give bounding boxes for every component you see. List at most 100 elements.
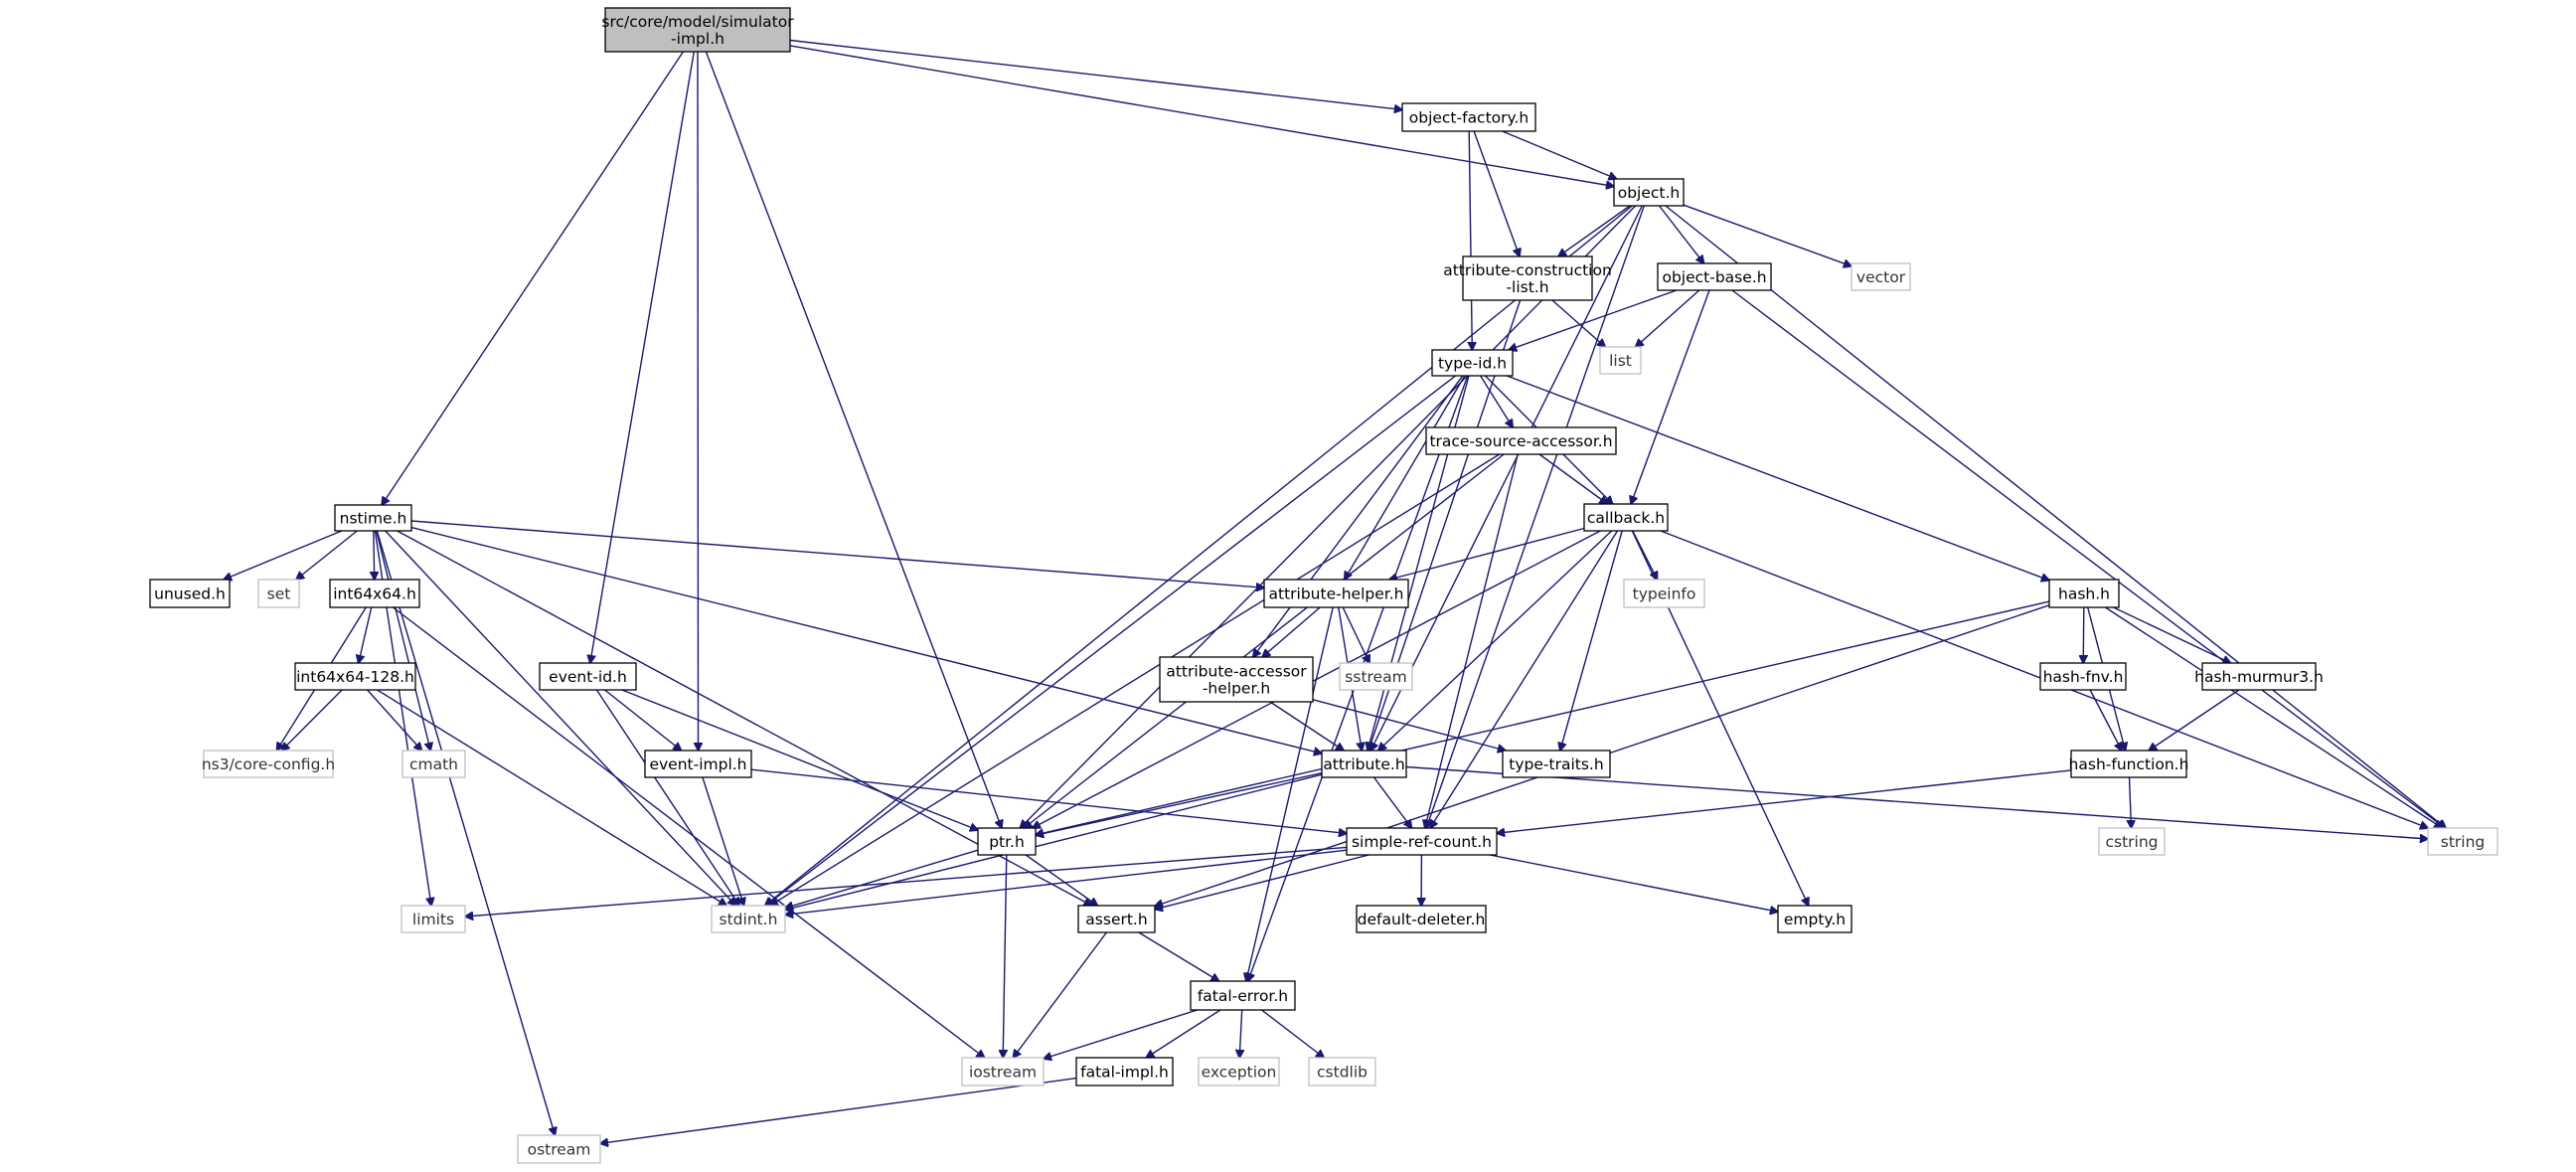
node-cstring[interactable]: cstring <box>2098 827 2166 856</box>
edge-attr-helper-to-sstream <box>1342 606 1369 663</box>
node-fatal-impl[interactable]: fatal-impl.h <box>1075 1057 1174 1087</box>
edge-object-base-to-callback <box>1631 289 1710 504</box>
node-label: type-traits.h <box>1509 755 1603 773</box>
edge-attribute-to-string <box>1405 765 2428 840</box>
edge-fatal-error-to-iostream <box>1044 1009 1198 1059</box>
edge-type-id-to-attr-helper <box>1345 375 1466 580</box>
edge-object-base-to-list <box>1636 289 1700 347</box>
node-vector[interactable]: vector <box>1851 262 1911 291</box>
node-cstdlib[interactable]: cstdlib <box>1308 1057 1376 1087</box>
node-iostream[interactable]: iostream <box>961 1057 1045 1087</box>
node-event-id[interactable]: event-id.h <box>539 662 637 691</box>
node-type-id[interactable]: type-id.h <box>1431 349 1514 377</box>
node-ns3-core-config[interactable]: ns3/core-config.h <box>202 750 335 778</box>
node-label: int64x64-128.h <box>296 668 414 686</box>
node-trace-source[interactable]: trace-source-accessor.h <box>1425 426 1617 455</box>
node-box <box>2427 827 2498 856</box>
node-unused[interactable]: unused.h <box>149 579 231 608</box>
edge-callback-to-type-traits <box>1560 530 1623 751</box>
edge-nstime-to-int64x64 <box>374 530 375 580</box>
edge-nstime-to-cmath <box>376 530 431 751</box>
node-string[interactable]: string <box>2427 827 2498 856</box>
edge-fatal-error-to-cstdlib <box>1261 1009 1325 1058</box>
node-label: src/core/model/simulator <box>601 13 794 31</box>
node-int64x64[interactable]: int64x64.h <box>329 579 420 608</box>
node-attr-helper[interactable]: attribute-helper.h <box>1263 579 1409 608</box>
edge-hash-function-to-cstring <box>2130 776 2132 828</box>
node-box <box>644 750 752 778</box>
node-box <box>257 579 300 608</box>
node-ostream[interactable]: ostream <box>517 1134 601 1164</box>
node-box <box>1613 178 1685 207</box>
edge-object-to-attr-construction <box>1558 205 1631 256</box>
node-label: event-id.h <box>549 668 627 686</box>
edge-attribute-to-stdint <box>785 773 1323 910</box>
node-object[interactable]: object.h <box>1613 178 1685 207</box>
node-label: ptr.h <box>989 833 1025 851</box>
node-box <box>1502 750 1611 778</box>
node-label: cstdlib <box>1317 1064 1368 1082</box>
node-attr-accessor[interactable]: attribute-accessor-helper.h <box>1159 656 1314 703</box>
node-label: attribute-accessor <box>1166 663 1307 681</box>
node-typeinfo[interactable]: typeinfo <box>1623 579 1705 608</box>
edge-nstime-to-unused <box>224 530 343 580</box>
node-sstream[interactable]: sstream <box>1339 662 1413 691</box>
edge-simple-ref-count-to-empty <box>1489 854 1778 912</box>
node-object-factory[interactable]: object-factory.h <box>1401 102 1536 132</box>
node-assert[interactable]: assert.h <box>1077 905 1156 933</box>
node-label: object-factory.h <box>1409 109 1529 127</box>
node-limits[interactable]: limits <box>401 905 466 933</box>
edge-callback-to-simple-ref-count <box>1430 530 1619 828</box>
edge-type-id-to-trace-source <box>1480 375 1514 427</box>
node-callback[interactable]: callback.h <box>1583 503 1669 532</box>
node-int64x64-128[interactable]: int64x64-128.h <box>294 662 416 691</box>
node-hash[interactable]: hash.h <box>2048 579 2120 608</box>
node-fatal-error[interactable]: fatal-error.h <box>1190 980 1296 1011</box>
edge-root-to-event-id <box>590 51 695 663</box>
edge-nstime-to-assert <box>397 530 1092 906</box>
node-empty[interactable]: empty.h <box>1777 905 1852 933</box>
node-box <box>1851 262 1911 291</box>
edge-fatal-error-to-fatal-impl <box>1146 1009 1221 1058</box>
node-cmath[interactable]: cmath <box>402 750 466 778</box>
node-hash-fnv[interactable]: hash-fnv.h <box>2039 662 2127 691</box>
edge-hash-to-hash-murmur3 <box>2113 606 2231 663</box>
node-box <box>961 1057 1045 1087</box>
edge-assert-to-iostream <box>1013 931 1107 1058</box>
node-event-impl[interactable]: event-impl.h <box>644 750 752 778</box>
node-label: hash-fnv.h <box>2043 668 2124 686</box>
edge-hash-fnv-to-hash-function <box>2089 689 2122 751</box>
node-label: type-id.h <box>1438 355 1507 373</box>
node-stdint[interactable]: stdint.h <box>711 905 786 933</box>
node-simple-ref-count[interactable]: simple-ref-count.h <box>1346 827 1498 856</box>
node-box <box>1356 905 1487 933</box>
node-nstime[interactable]: nstime.h <box>334 504 412 532</box>
node-label: int64x64.h <box>333 586 416 603</box>
edge-int64x64-to-int64x64-128 <box>359 606 373 663</box>
node-label: exception <box>1202 1064 1277 1082</box>
node-label: hash-function.h <box>2069 755 2189 773</box>
node-type-traits[interactable]: type-traits.h <box>1502 750 1611 778</box>
edge-callback-to-attribute <box>1378 530 1613 751</box>
node-default-deleter[interactable]: default-deleter.h <box>1356 905 1487 933</box>
node-exception[interactable]: exception <box>1198 1057 1280 1087</box>
node-list[interactable]: list <box>1599 346 1642 375</box>
edge-object-to-attribute <box>1370 205 1643 751</box>
node-ptr[interactable]: ptr.h <box>977 827 1037 856</box>
node-object-base[interactable]: object-base.h <box>1657 262 1772 291</box>
node-root[interactable]: src/core/model/simulator-impl.h <box>601 7 794 53</box>
edge-ptr-to-assert <box>1025 854 1097 906</box>
node-set[interactable]: set <box>257 579 300 608</box>
edge-trace-source-to-callback <box>1538 453 1608 504</box>
node-hash-function[interactable]: hash-function.h <box>2069 750 2189 778</box>
node-box <box>1075 1057 1174 1087</box>
edge-nstime-to-set <box>296 530 358 580</box>
node-label: fatal-error.h <box>1198 987 1288 1005</box>
node-label: ostream <box>528 1141 591 1159</box>
edge-attribute-to-ptr <box>1036 772 1323 836</box>
node-attribute[interactable]: attribute.h <box>1321 750 1407 778</box>
node-hash-murmur3[interactable]: hash-murmur3.h <box>2194 662 2324 691</box>
node-attr-construction[interactable]: attribute-construction-list.h <box>1443 255 1612 301</box>
node-box <box>203 750 334 778</box>
node-box <box>2070 750 2187 778</box>
